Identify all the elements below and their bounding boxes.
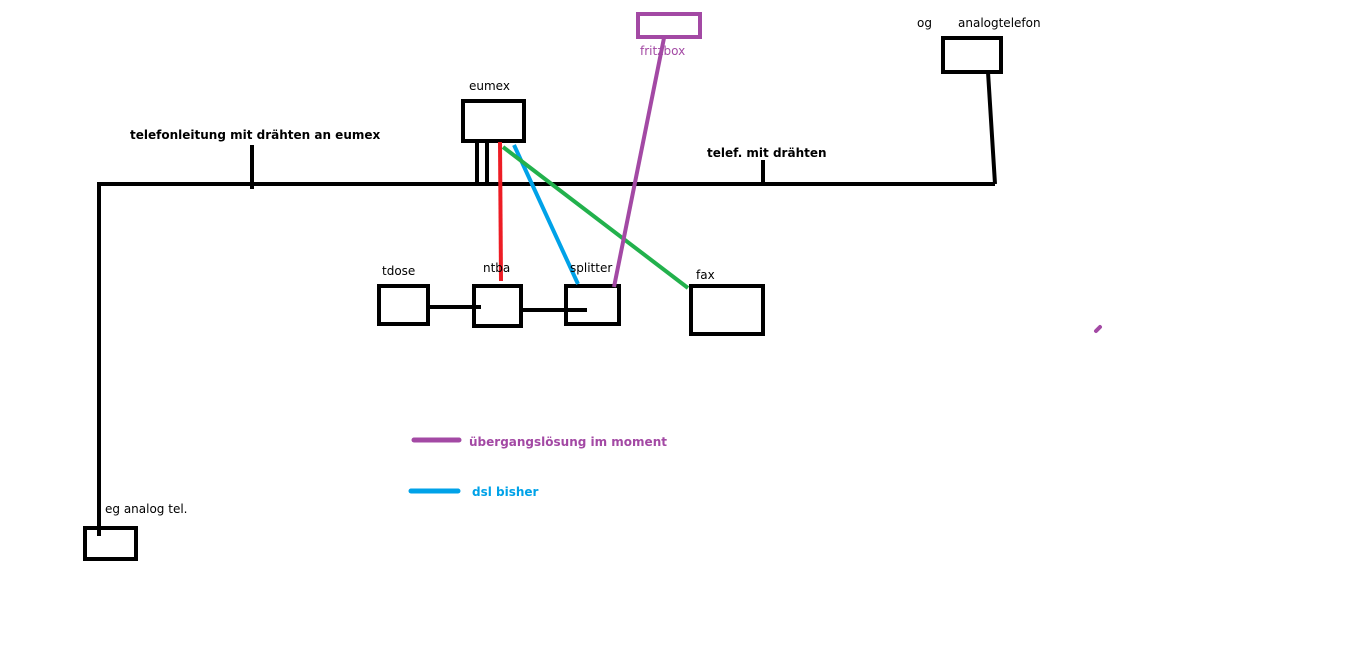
label-telefonleitung: telefonleitung mit drähten an eumex [130, 128, 381, 142]
label-og: og [917, 16, 932, 30]
line-to-og [986, 71, 997, 185]
label-telef: telef. mit drähten [707, 146, 827, 160]
label-tdose: tdose [382, 264, 415, 278]
label-fax: fax [696, 268, 715, 282]
eumex-box [461, 99, 526, 143]
fax-box [689, 284, 765, 336]
ntba-box [472, 284, 523, 328]
label-fritzbox: fritzbox [640, 44, 685, 58]
purple-dot [1094, 325, 1102, 333]
green-link [501, 145, 690, 290]
legend-blue-label: dsl bisher [472, 485, 539, 499]
blue-link [512, 144, 580, 285]
fritzbox-box [636, 12, 702, 39]
eg-analog-box [83, 526, 138, 561]
purple-link [612, 37, 666, 288]
tdose-box [377, 284, 430, 326]
label-eg-analog: eg analog tel. [105, 502, 187, 516]
label-analogtelefon: analogtelefon [958, 16, 1041, 30]
legend-purple-label: übergangslösung im moment [469, 435, 667, 449]
label-eumex: eumex [469, 79, 510, 93]
splitter-box [564, 284, 621, 326]
og-analogtelefon-box [941, 36, 1003, 74]
label-splitter: splitter [570, 261, 612, 275]
label-ntba: ntba [483, 261, 510, 275]
red-link [498, 141, 503, 282]
